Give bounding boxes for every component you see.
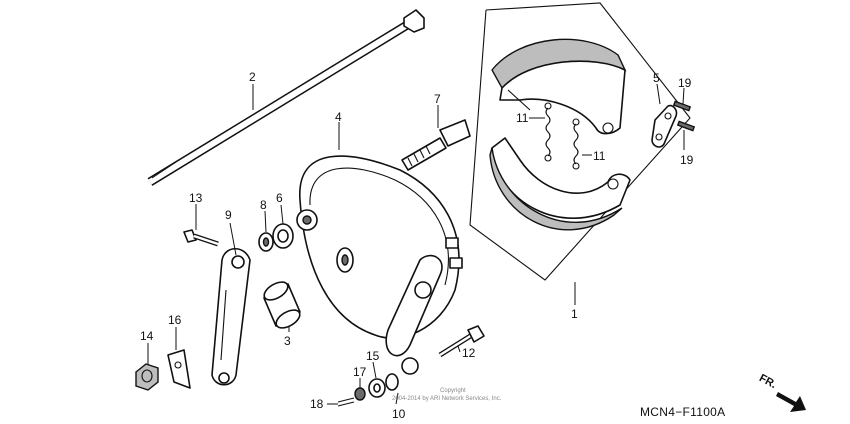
callout-2: 2 — [249, 70, 256, 84]
anchor-plate — [651, 104, 678, 148]
nut-14 — [135, 363, 159, 391]
brake-cam — [401, 119, 471, 171]
callout-6: 6 — [276, 191, 283, 205]
callout-11-left: 11 — [516, 111, 529, 125]
leader-lines — [147, 83, 685, 405]
front-arrow-icon — [776, 392, 806, 412]
brake-shoe-upper — [491, 38, 627, 135]
callout-4: 4 — [335, 110, 342, 124]
pin-upper — [672, 100, 692, 112]
front-direction-indicator: FR. — [757, 372, 806, 412]
callout-14: 14 — [140, 329, 154, 343]
callout-12: 12 — [462, 346, 476, 360]
callout-5: 5 — [653, 71, 660, 85]
callout-16: 16 — [168, 313, 182, 327]
return-spring-lower — [572, 118, 580, 170]
cotter-pin-18 — [337, 397, 355, 407]
return-spring-upper — [544, 102, 552, 162]
spacer-collar — [263, 281, 301, 329]
diagram-code: MCN4−F1100A — [640, 405, 725, 419]
brake-shoe-lower — [489, 137, 631, 231]
callout-19-lower: 19 — [680, 153, 694, 167]
callout-3: 3 — [284, 334, 291, 348]
callout-13: 13 — [189, 191, 203, 205]
callout-11-right: 11 — [593, 149, 606, 163]
axle-bolt — [147, 9, 425, 186]
oil-seal-6 — [272, 223, 294, 249]
bracket-16 — [167, 349, 191, 389]
brake-panel — [296, 155, 463, 375]
copyright-line-1: Copyright — [440, 388, 466, 394]
callout-1: 1 — [571, 307, 578, 321]
callout-10: 10 — [392, 407, 406, 421]
callout-18: 18 — [310, 397, 324, 411]
nut-17 — [354, 387, 366, 401]
washer-10 — [385, 373, 399, 391]
callout-9: 9 — [225, 208, 232, 222]
washer-8 — [258, 232, 274, 252]
pin-lower — [676, 120, 696, 132]
callout-7: 7 — [434, 92, 441, 106]
front-label: FR. — [757, 372, 778, 391]
copyright-line-2: 2004-2014 by ARI Network Services, Inc. — [392, 396, 502, 402]
callout-15: 15 — [366, 349, 380, 363]
callout-19-upper: 19 — [678, 76, 692, 90]
bolt-13 — [183, 229, 219, 247]
washer-15 — [368, 378, 386, 398]
callout-8: 8 — [260, 198, 267, 212]
bolt-12 — [438, 325, 485, 358]
brake-arm — [211, 247, 251, 386]
callout-17: 17 — [353, 365, 367, 379]
